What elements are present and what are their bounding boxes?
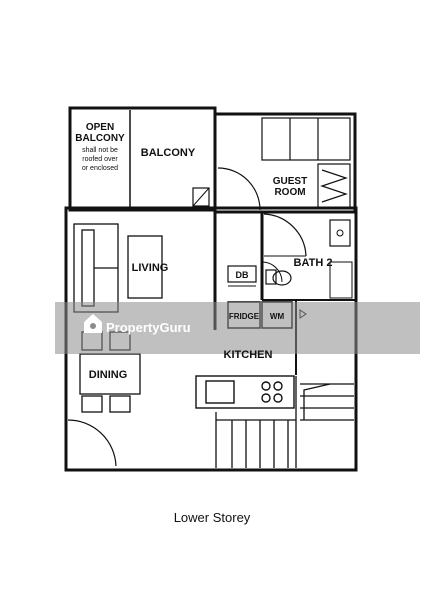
main-door-swing	[67, 419, 117, 467]
toilet	[265, 269, 292, 286]
bath-door-swing	[263, 213, 307, 257]
bath-basin	[329, 219, 351, 247]
watermark-text: PropertyGuru	[106, 320, 191, 335]
open-balcony-note-3: or enclosed	[82, 165, 118, 172]
open-balcony-note-1: shall not be	[82, 147, 118, 154]
dining-label: DINING	[89, 369, 128, 381]
db-cabinet	[227, 265, 257, 283]
open-balcony-label-line2: BALCONY	[75, 133, 125, 144]
guest-wardrobe	[317, 163, 351, 209]
kitchen-label: KITCHEN	[224, 349, 273, 361]
bath-door-2-swing	[261, 261, 283, 283]
watermark-logo-icon	[84, 314, 102, 333]
guest-room-label-2: ROOM	[274, 187, 305, 198]
lower-storey-caption: Lower Storey	[174, 510, 251, 525]
watermark-band	[55, 302, 420, 354]
bath2-label: BATH 2	[294, 257, 333, 269]
balcony-drain	[192, 187, 210, 207]
staircase	[215, 376, 354, 468]
shower-area	[329, 261, 353, 299]
guest-room-door-swing	[217, 167, 261, 211]
fridge-label: FRIDGE	[229, 312, 260, 321]
living-label: LIVING	[132, 262, 169, 274]
tv-console	[127, 235, 163, 299]
sofa	[73, 223, 119, 313]
guest-room-walls	[213, 112, 357, 214]
wm-label: WM	[270, 312, 285, 321]
guest-bed	[261, 117, 351, 161]
open-balcony-label-line1: OPEN	[86, 122, 114, 133]
kitchen-counter	[195, 375, 295, 409]
balcony-drain-diagonal	[192, 187, 210, 207]
open-balcony-note-2: roofed over	[82, 156, 118, 163]
guest-room-label-1: GUEST	[273, 176, 307, 187]
balcony-label: BALCONY	[141, 147, 196, 159]
db-label: DB	[236, 270, 249, 280]
basin-drain	[336, 229, 344, 237]
